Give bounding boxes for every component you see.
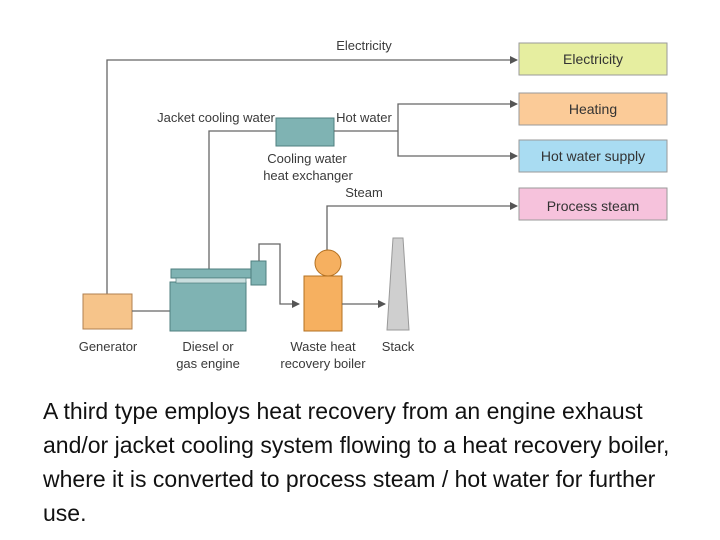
- steam-label: Steam: [345, 185, 383, 200]
- boiler-label-2: recovery boiler: [280, 356, 366, 371]
- boiler-label-1: Waste heat: [290, 339, 356, 354]
- cogeneration-diagram: Electricity Heating Hot water supply Pro…: [79, 38, 668, 371]
- stack-label: Stack: [382, 339, 415, 354]
- generator-label: Generator: [79, 339, 138, 354]
- engine-manifold: [175, 277, 247, 284]
- cooling-exchanger-label-2: heat exchanger: [263, 168, 353, 183]
- output-hot-water-box: [518, 139, 668, 173]
- turbocharger: [250, 260, 267, 286]
- caption-text: A third type employs heat recovery from …: [43, 398, 670, 526]
- generator: [82, 293, 133, 330]
- hot-water-label: Hot water: [336, 110, 392, 125]
- heating-feed-line: [397, 100, 518, 131]
- engine-label-2: gas engine: [176, 356, 240, 371]
- output-heating-box: [518, 92, 668, 126]
- exhaust-line: [258, 243, 300, 308]
- stack: [386, 237, 410, 331]
- electricity-flow-label: Electricity: [336, 38, 392, 53]
- output-hot-water-label: Hot water supply: [541, 148, 645, 164]
- jacket-cooling-water-label: Jacket cooling water: [157, 110, 275, 125]
- output-process-steam-label: Process steam: [547, 198, 640, 214]
- waste-heat-boiler: [303, 275, 343, 332]
- jacket-cooling-water-line: [208, 130, 276, 270]
- output-electricity-label: Electricity: [563, 51, 623, 67]
- engine-body: [169, 281, 247, 332]
- engine-label-1: Diesel or: [182, 339, 234, 354]
- engine-head: [170, 268, 256, 279]
- cooling-heat-exchanger: [275, 117, 335, 147]
- output-process-steam-box: [518, 187, 668, 221]
- steam-line: [326, 202, 518, 250]
- output-electricity-box: [518, 42, 668, 76]
- steam-drum: [314, 249, 342, 277]
- cooling-exchanger-label-1: Cooling water: [267, 151, 347, 166]
- output-heating-label: Heating: [569, 101, 617, 117]
- hot-water-feed-line: [397, 131, 518, 160]
- electricity-flow-line: [106, 56, 518, 294]
